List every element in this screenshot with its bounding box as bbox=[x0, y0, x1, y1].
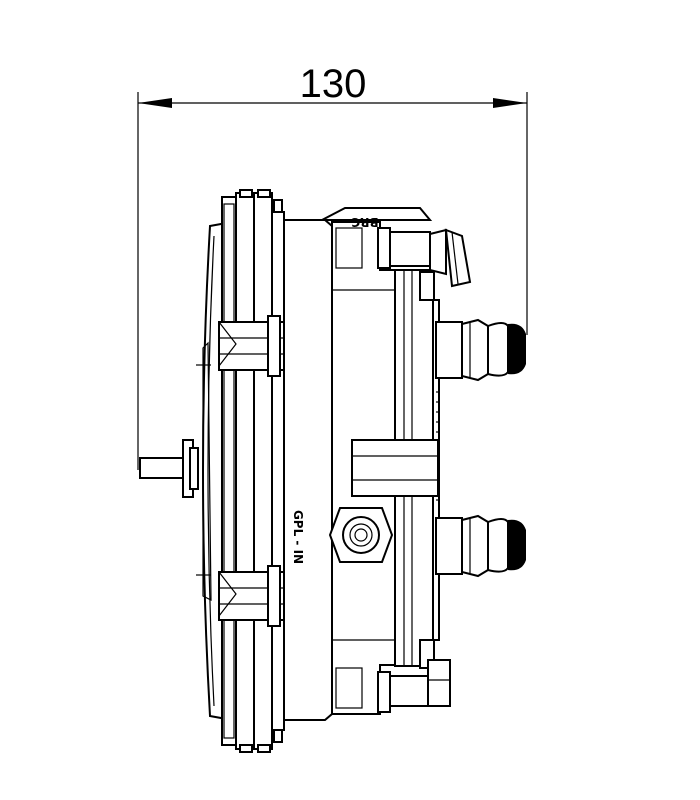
dimension-value: 130 bbox=[300, 62, 367, 106]
flange-stack bbox=[221, 189, 285, 753]
bolt-assembly-upper bbox=[218, 315, 288, 377]
top-cap: BRC bbox=[321, 207, 433, 229]
arrowhead-right bbox=[493, 98, 527, 108]
arrowhead-left bbox=[138, 98, 172, 108]
bolt-assembly-lower bbox=[218, 565, 288, 627]
vent-slots bbox=[436, 391, 440, 501]
outlet-connector-lower bbox=[435, 514, 526, 578]
dimension-annotation: 130 bbox=[137, 62, 528, 470]
hose-fitting-top bbox=[377, 227, 472, 288]
regulator-body bbox=[283, 219, 440, 721]
brand-label: BRC bbox=[351, 215, 378, 229]
gas-inlet-fitting: GPL - IN bbox=[291, 507, 394, 564]
gas-inlet-label: GPL - IN bbox=[291, 510, 305, 564]
fitting-bottom bbox=[377, 659, 451, 713]
output-shaft bbox=[139, 439, 199, 498]
outlet-connector-upper bbox=[435, 318, 526, 382]
